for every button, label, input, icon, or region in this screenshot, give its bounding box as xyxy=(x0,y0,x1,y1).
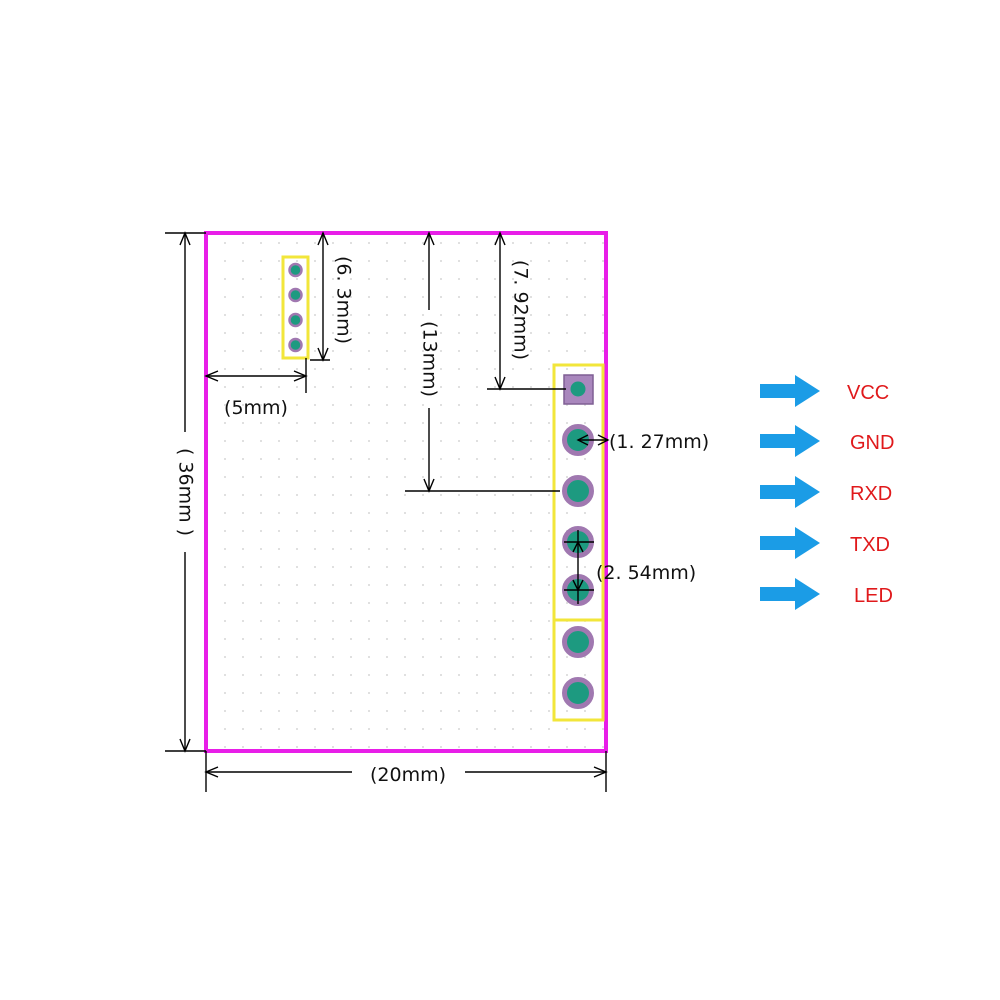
right-arrow-icon xyxy=(760,578,820,610)
pin-legend: VCC GND RXD TXD LED xyxy=(760,375,894,610)
board-dot-grid xyxy=(206,233,606,751)
dimension-lines xyxy=(165,231,610,792)
pin-label-txd: TXD xyxy=(850,534,890,556)
dim-header-top-offset-label: (7. 92mm) xyxy=(510,260,532,360)
pin-legend-item: LED xyxy=(760,578,893,610)
pcb-board xyxy=(204,231,608,753)
small-header-pad xyxy=(288,262,303,278)
right-arrow-icon xyxy=(760,425,820,457)
main-header-outline-lower xyxy=(552,618,605,722)
small-header-pad xyxy=(288,287,303,303)
dim-height-label: ( 36mm ) xyxy=(175,448,197,536)
small-header-outline xyxy=(281,255,310,360)
small-header-pad xyxy=(288,337,303,353)
dim-pad-radius-label: (1. 27mm) xyxy=(609,431,709,453)
pin-label-gnd: GND xyxy=(850,432,894,454)
dim-mid-offset-label: (13mm) xyxy=(419,321,441,397)
dim-left-offset-label: (5mm) xyxy=(224,397,288,419)
pin-legend-item: GND xyxy=(760,425,894,457)
dim-small-header-offset-label: (6. 3mm) xyxy=(333,256,355,344)
right-arrow-icon xyxy=(760,476,820,508)
pin-legend-item: RXD xyxy=(760,476,892,508)
board-outline xyxy=(204,231,608,753)
dim-width-label: (20mm) xyxy=(370,764,446,786)
pad-vcc-hole xyxy=(570,381,586,397)
pin-label-led: LED xyxy=(854,585,893,607)
main-header xyxy=(552,363,605,722)
pad-extra xyxy=(562,677,594,709)
right-arrow-icon xyxy=(760,527,820,559)
pin-label-vcc: VCC xyxy=(847,382,889,404)
small-header xyxy=(281,255,310,360)
pad-extra xyxy=(562,626,594,658)
pin-label-rxd: RXD xyxy=(850,483,892,505)
pin-legend-item: TXD xyxy=(760,527,890,559)
small-header-pad xyxy=(288,312,303,328)
pad-rxd xyxy=(562,475,594,507)
pin-legend-item: VCC xyxy=(760,375,889,407)
right-arrow-icon xyxy=(760,375,820,407)
dim-pitch-label: (2. 54mm) xyxy=(596,562,696,584)
